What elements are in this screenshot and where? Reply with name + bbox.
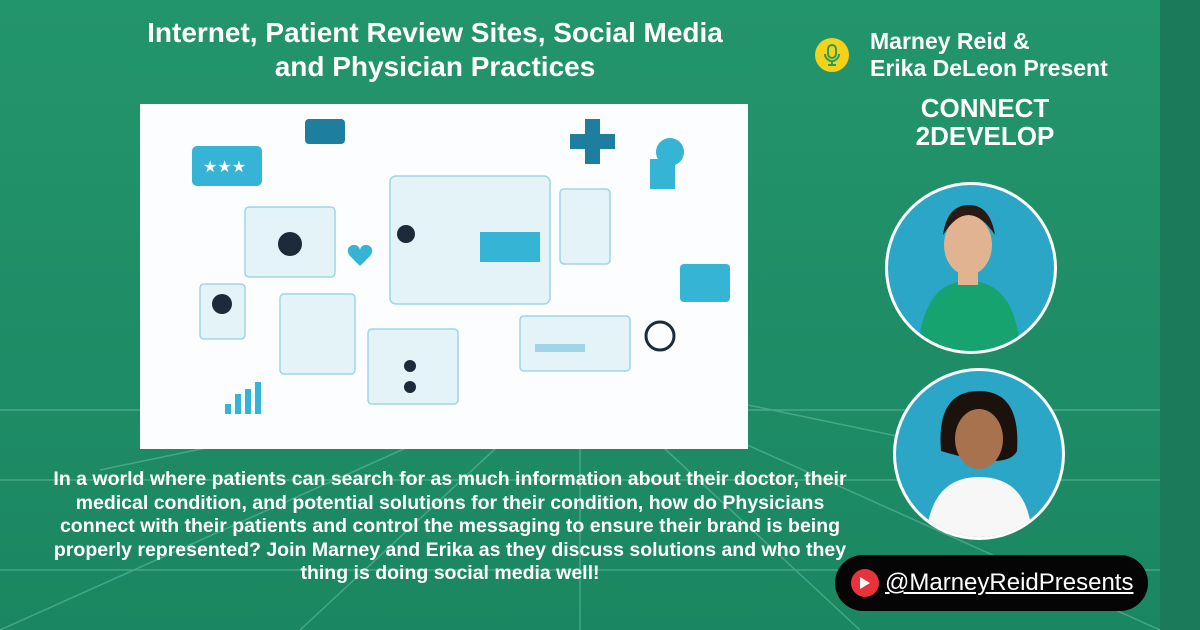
social-media-illustration: ★★★ bbox=[140, 104, 748, 449]
show-name-line-1: CONNECT bbox=[920, 93, 1050, 123]
right-edge-strip bbox=[1160, 0, 1200, 630]
show-name-line-2: 2DEVELOP bbox=[915, 121, 1055, 151]
microphone-logo-icon bbox=[815, 38, 849, 72]
show-name: CONNECT 2DEVELOP bbox=[880, 94, 1090, 150]
youtube-channel-link[interactable]: @MarneyReidPresents bbox=[835, 555, 1148, 611]
presenters-line-2: Erika DeLeon Present bbox=[870, 55, 1108, 81]
avatar-erika-deleon bbox=[893, 368, 1065, 540]
youtube-play-icon bbox=[851, 569, 879, 597]
channel-handle[interactable]: @MarneyReidPresents bbox=[885, 569, 1134, 596]
presenters: Marney Reid & Erika DeLeon Present bbox=[870, 28, 1108, 82]
avatar-marney-reid bbox=[885, 182, 1057, 354]
presenters-line-1: Marney Reid & bbox=[870, 28, 1030, 54]
page-title: Internet, Patient Review Sites, Social M… bbox=[147, 17, 723, 82]
episode-description: In a world where patients can search for… bbox=[53, 468, 847, 584]
svg-text:★★★: ★★★ bbox=[203, 157, 246, 176]
